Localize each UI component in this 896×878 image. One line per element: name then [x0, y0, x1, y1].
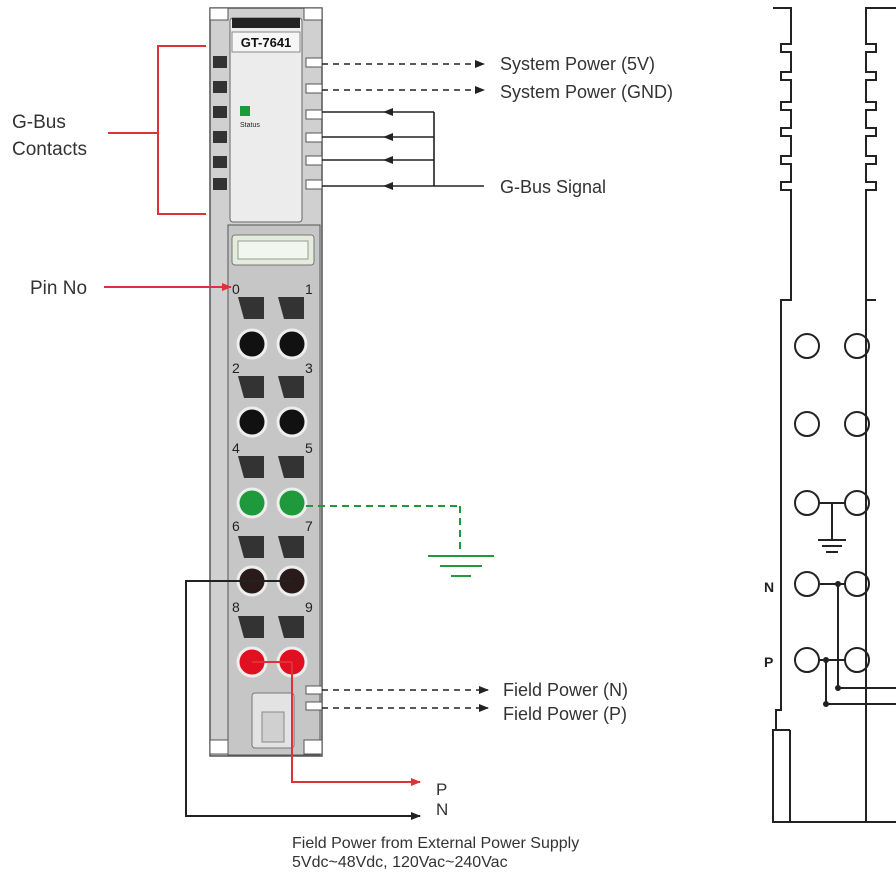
gbus-signal-label: G-Bus Signal: [500, 177, 606, 197]
terminal-0: [236, 328, 268, 360]
schematic-p-label: P: [764, 654, 773, 670]
status-label: Status: [240, 122, 260, 129]
pin-number: 6: [232, 518, 240, 534]
pin-number: 5: [305, 440, 313, 456]
pin-number: 0: [232, 281, 240, 297]
schematic-junction-dots: [823, 581, 841, 707]
gbus-signal-arrows: [322, 108, 484, 190]
status-led: [240, 106, 250, 116]
field-power-p-label: Field Power (P): [503, 704, 627, 724]
terminal-3: [276, 406, 308, 438]
supply-p-label: P: [436, 780, 447, 799]
model-label: GT-7641: [241, 35, 292, 50]
gbus-contact-pads: [213, 56, 227, 190]
field-power-wiring: [185, 580, 421, 820]
field-supply-caption-1: Field Power from External Power Supply: [292, 835, 579, 852]
pin-number: 9: [305, 599, 313, 615]
gbus-contacts-label-1: G-Bus: [12, 112, 66, 133]
pin-number: 1: [305, 281, 313, 297]
field-supply-caption-2: 5Vdc~48Vdc, 120Vac~240Vac: [292, 854, 508, 871]
system-power-gnd-label: System Power (GND): [500, 82, 673, 102]
pin-number: 7: [305, 518, 313, 534]
pin-number: 4: [232, 440, 240, 456]
pin-number: 2: [232, 360, 240, 376]
ground-connection: [306, 505, 494, 577]
system-power-5v-label: System Power (5V): [500, 54, 655, 74]
terminal-2: [236, 406, 268, 438]
module-schematic: [772, 7, 896, 823]
io-module: GT-7641 Status: [209, 7, 323, 757]
pin-no-label: Pin No: [30, 278, 87, 299]
terminal-1: [276, 328, 308, 360]
pin-number: 3: [305, 360, 313, 376]
gbus-contacts-label-2: Contacts: [12, 139, 87, 160]
terminal-slots: [238, 297, 304, 638]
field-power-n-label: Field Power (N): [503, 680, 628, 700]
pin-number-labels: 0 1 2 3 4 5 6 7 8 9: [232, 281, 313, 615]
terminal-5-ground: [276, 487, 308, 519]
supply-n-label: N: [436, 800, 448, 819]
gbus-contacts-callout: [108, 45, 206, 215]
schematic-n-label: N: [764, 579, 774, 595]
terminal-4-ground: [236, 487, 268, 519]
pin-number: 8: [232, 599, 240, 615]
